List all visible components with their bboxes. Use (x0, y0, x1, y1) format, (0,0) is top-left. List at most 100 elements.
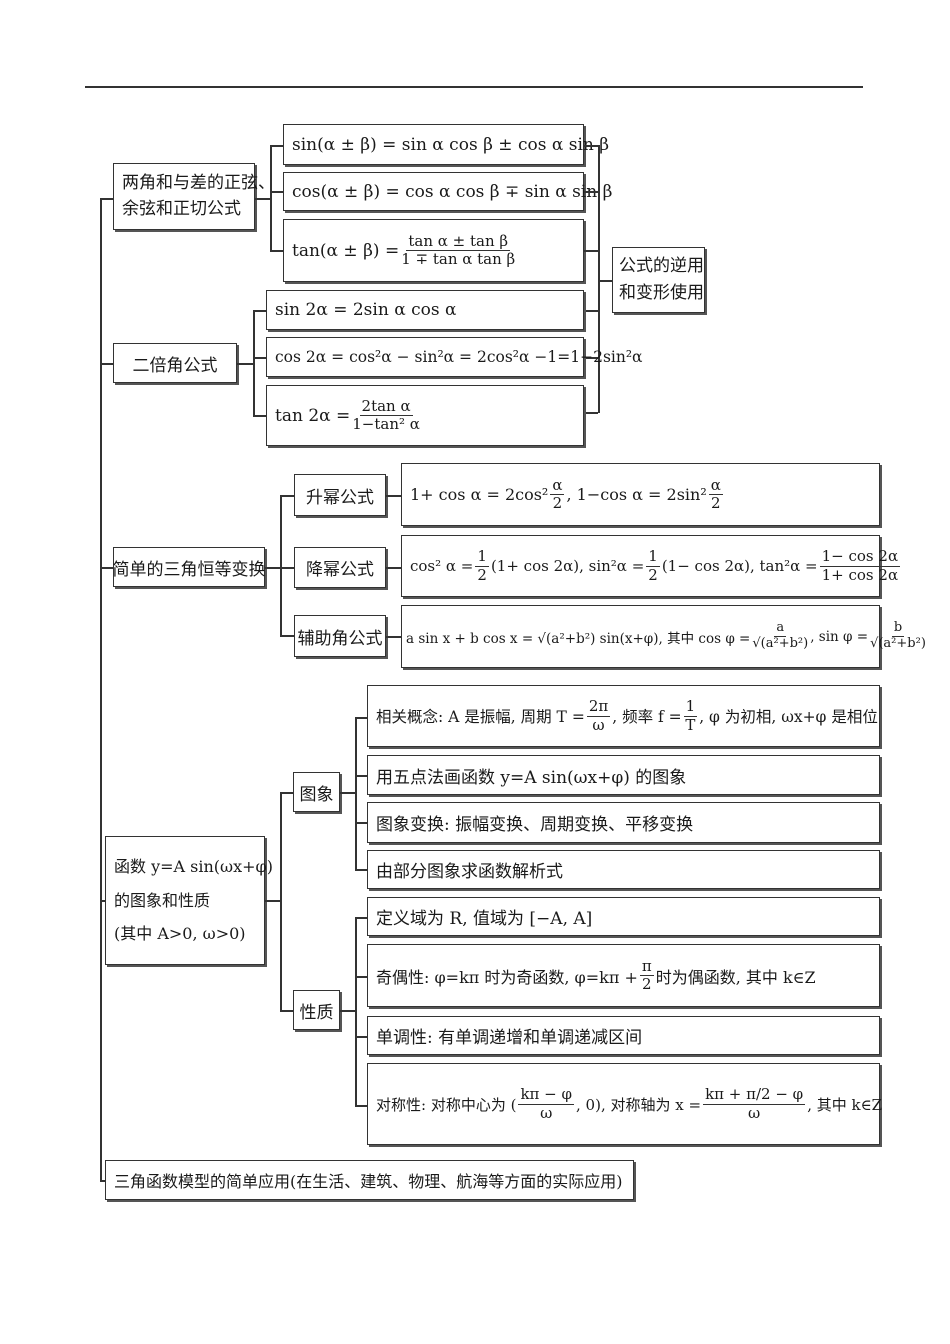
connector (584, 412, 598, 414)
denominator: 2 (642, 975, 652, 993)
numerator: 1 (646, 547, 660, 567)
bracket (280, 495, 282, 636)
item-text: 对称性: 对称中心为 ( (376, 1095, 517, 1114)
node-label: 简单的三角恒等变换 (112, 559, 266, 580)
header-rule (85, 86, 863, 88)
connector (280, 792, 293, 794)
item-text: , 0), 对称轴为 x = (576, 1095, 702, 1114)
denominator: ω (540, 1103, 553, 1122)
numerator: a (774, 620, 787, 637)
connector (270, 145, 283, 147)
connector (386, 567, 401, 569)
denominator: ω (592, 715, 605, 734)
bracket (598, 145, 600, 413)
bracket (253, 310, 255, 416)
node-label: 二倍角公式 (132, 355, 218, 376)
numerator: 1− cos 2α (819, 547, 901, 567)
function-node: 函数 y=A sin(ωx+φ) 的图象和性质 (其中 A>0, ω>0) (105, 836, 273, 965)
connector (253, 357, 266, 359)
denominator: 1−tan² α (352, 415, 420, 433)
connector (584, 250, 598, 252)
connector (355, 1105, 367, 1107)
aux-angle-node: 辅助角公式 (294, 615, 386, 657)
item-text: 单调性: 有单调递增和单调递减区间 (376, 1028, 643, 1048)
connector (255, 198, 270, 200)
denominator: 1 ∓ tan α tan β (401, 250, 516, 268)
double-angle-node: 二倍角公式 (113, 343, 237, 383)
formula-text: a sin x + b cos x = √(a²+b²) sin(x+φ), 其… (406, 630, 751, 647)
node-label: 和变形使用 (619, 283, 704, 303)
denominator: √(a²+b²) (752, 636, 809, 651)
item-text: 用五点法画函数 y=A sin(ωx+φ) 的图象 (376, 767, 687, 788)
prop-domain-range: 定义域为 R, 值域为 [−A, A] (367, 897, 880, 936)
graph-node: 图象 (293, 772, 340, 812)
connector (355, 976, 367, 978)
bracket (355, 917, 357, 1106)
lower-power-node: 降幂公式 (294, 547, 386, 588)
node-label: 辅助角公式 (297, 628, 383, 649)
numerator: 2tan α (359, 396, 413, 416)
graph-find-expression: 由部分图象求函数解析式 (367, 850, 880, 889)
connector (584, 191, 598, 193)
connector (280, 1010, 293, 1012)
formula-cos-double: cos 2α = cos²α − sin²α = 2cos²α −1=1−2si… (266, 337, 643, 377)
identity-node: 简单的三角恒等变换 (112, 547, 266, 587)
denominator: √(a²+b²) (870, 636, 926, 651)
formula-text: cos(α ± β) = cos α cos β ∓ sin α sin β (292, 181, 613, 202)
bracket (355, 717, 357, 870)
formula-sin-sum: sin(α ± β) = sin α cos β ± cos α sin β (283, 124, 609, 165)
formula-text: , sin φ = (810, 628, 869, 645)
numerator: π (639, 956, 654, 976)
denominator: 1+ cos 2α (821, 565, 899, 584)
connector (386, 636, 401, 638)
node-label: 公式的逆用 (619, 255, 704, 276)
connector (265, 900, 280, 902)
numerator: 2π (586, 697, 611, 717)
formula-cos-sum: cos(α ± β) = cos α cos β ∓ sin α sin β (283, 172, 612, 211)
connector (584, 357, 598, 359)
connector (355, 775, 367, 777)
formula-text: tan 2α = (275, 405, 351, 426)
node-label: 三角函数模型的简单应用(在生活、建筑、物理、航海等方面的实际应用) (114, 1172, 623, 1191)
application-node: 三角函数模型的简单应用(在生活、建筑、物理、航海等方面的实际应用) (105, 1160, 634, 1200)
node-label: 性质 (299, 1002, 334, 1023)
item-text: , 其中 k∈Z (807, 1095, 883, 1114)
node-label: 余弦和正切公式 (122, 198, 241, 219)
numerator: α (550, 475, 565, 495)
numerator: α (708, 475, 723, 495)
prop-monotonic: 单调性: 有单调递增和单调递减区间 (367, 1016, 880, 1055)
numerator: kπ + π/2 − φ (703, 1085, 806, 1105)
item-text: 由部分图象求函数解析式 (376, 862, 563, 882)
connector (100, 567, 113, 569)
graph-transform: 图象变换: 振幅变换、周期变换、平移变换 (367, 802, 880, 843)
trunk-line (100, 198, 102, 1180)
connector (355, 1036, 367, 1038)
denominator: ω (748, 1103, 761, 1122)
bracket (270, 145, 272, 251)
connector (280, 635, 294, 637)
connector (355, 822, 367, 824)
denominator: 2 (552, 494, 563, 512)
formula-text: sin 2α = 2sin α cos α (275, 300, 457, 320)
connector (355, 869, 367, 871)
connector (340, 792, 355, 794)
property-node: 性质 (293, 990, 340, 1030)
formula-text: , 1−cos α = 2sin² (566, 485, 707, 504)
connector (598, 280, 612, 282)
